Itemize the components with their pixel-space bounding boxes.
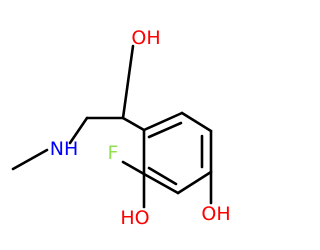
ring-bond-4 [176,170,213,195]
ring-bond-5-inner [147,166,178,186]
structure-diagram: OH NH F HO OH [11,27,231,229]
f-label: F [108,142,119,164]
molecule-canvas: OH NH F HO OH [11,27,231,229]
bond-ring-f-visible [121,160,146,176]
bond-choh-oh [121,44,135,120]
bond-n-ch2 [68,116,89,145]
oh-right-label: OH [201,203,230,225]
ring-bond-1 [142,111,184,132]
ring-bond-5 [142,172,180,195]
ring-bond-1-inner [147,121,183,139]
oh-top-label: OH [131,27,160,49]
ring-bond-2 [180,111,213,133]
ho-left-label: HO [120,207,149,229]
bond-choh-ring [121,116,146,132]
nh-label: NH [50,138,79,160]
bond-methyl-n [11,148,49,171]
